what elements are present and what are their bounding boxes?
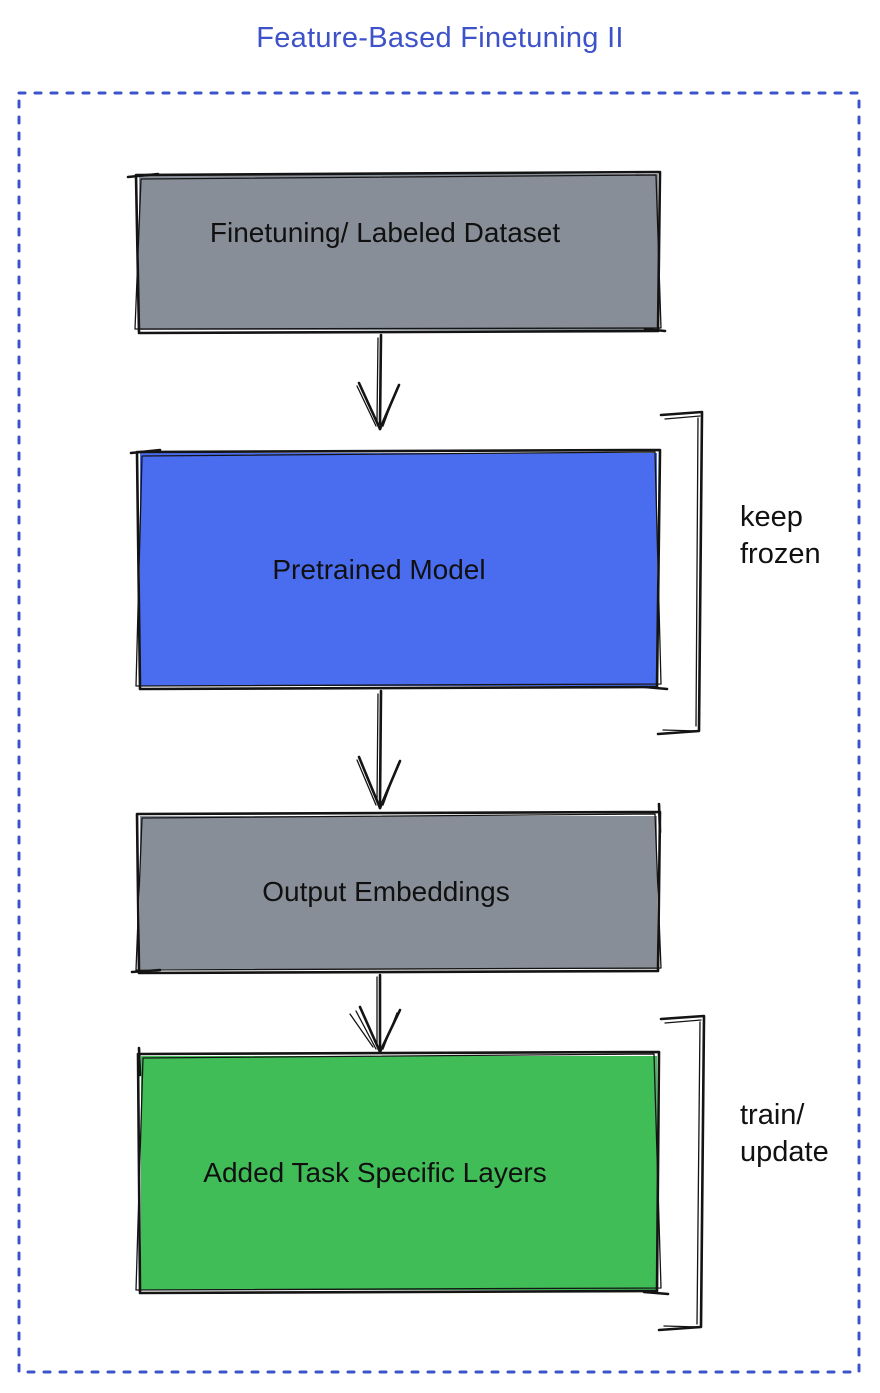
node-task-specific-layers-box [135,1046,670,1296]
keep-frozen-label-line1: keep [740,501,803,533]
node-pretrained-model-label: Pretrained Model [272,554,486,585]
keep-frozen-label-line2: frozen [740,538,821,570]
keep-frozen-label: keep frozen [740,499,821,573]
node-pretrained-model-box [129,448,669,691]
train-update-label-line2: update [740,1136,829,1168]
node-output-embeddings-label: Output Embeddings [262,876,510,907]
train-update-label: train/ update [740,1097,829,1171]
dotted-frame-border [17,91,861,1374]
arrow-dataset-to-pretrained [356,333,401,431]
node-output-embeddings-box [130,802,662,975]
node-finetuning-dataset-box [126,170,667,335]
keep-frozen-bracket [656,410,704,736]
train-update-label-line1: train/ [740,1099,805,1131]
node-task-specific-layers-label: Added Task Specific Layers [203,1157,547,1188]
diagram-title: Feature-Based Finetuning II [256,22,624,54]
node-finetuning-dataset-label: Finetuning/ Labeled Dataset [209,217,561,248]
arrow-pretrained-to-embeddings [356,689,402,810]
train-update-bracket [657,1014,706,1332]
arrow-embeddings-to-tasklayers [349,973,402,1054]
